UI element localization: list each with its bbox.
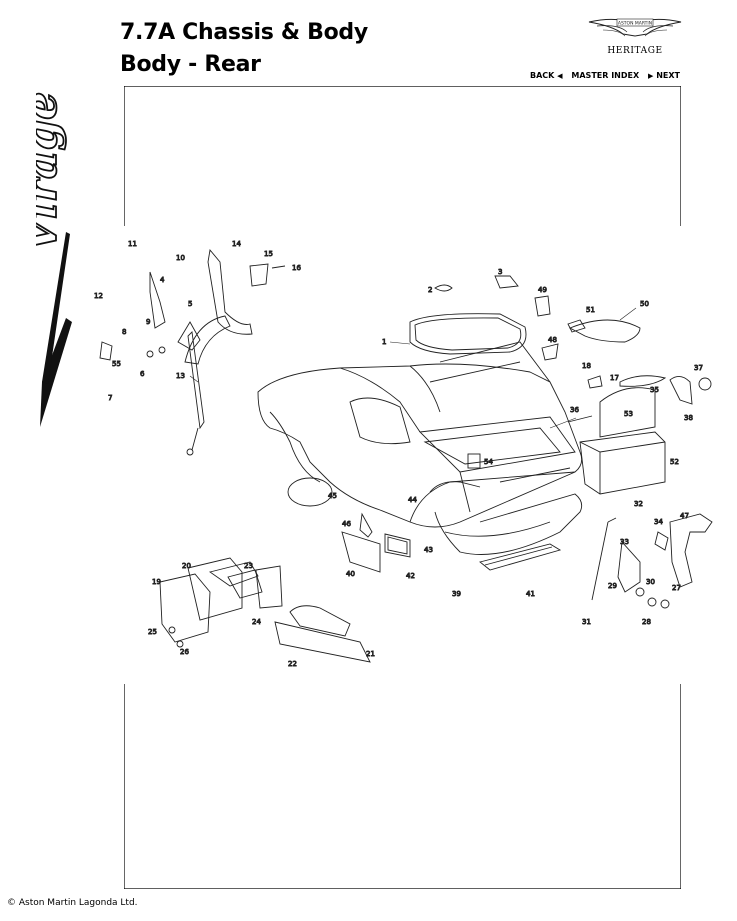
part-label: 35: [650, 386, 659, 394]
part-label: 13: [176, 372, 185, 380]
page-subtitle: Body - Rear: [120, 52, 261, 77]
part-label: 8: [122, 328, 126, 336]
next-link[interactable]: ▶ NEXT: [648, 71, 680, 80]
part-label: 20: [182, 562, 191, 570]
part-label: 45: [328, 492, 337, 500]
page-title: 7.7A Chassis & Body: [120, 20, 368, 45]
part-label: 31: [582, 618, 591, 626]
part-label: 4: [160, 276, 165, 284]
part-label: 18: [582, 362, 591, 370]
leader-lines: [189, 307, 637, 429]
part-label: 38: [684, 414, 693, 422]
part-label: 11: [128, 240, 137, 248]
part-label: 48: [548, 336, 557, 344]
part-label: 33: [620, 538, 629, 546]
back-link[interactable]: BACK ◀: [530, 71, 563, 80]
heritage-label: HERITAGE: [607, 46, 663, 56]
master-index-link[interactable]: MASTER INDEX: [571, 70, 640, 80]
part-label: 40: [346, 570, 355, 578]
part-label: 1: [382, 338, 386, 346]
copyright-footer: © Aston Martin Lagonda Ltd.: [7, 898, 138, 908]
part-label: 28: [642, 618, 651, 626]
part-label: 42: [406, 572, 415, 580]
part-label: 15: [264, 250, 273, 258]
part-label: 14: [232, 240, 241, 248]
part-label: 24: [252, 618, 261, 626]
virage-logo: Virage: [36, 91, 72, 427]
part-label: 37: [694, 364, 703, 372]
part-label: 27: [672, 584, 681, 592]
part-label: 46: [342, 520, 351, 528]
part-label: 25: [148, 628, 157, 636]
part-label: 50: [640, 300, 649, 308]
back-label: BACK: [530, 70, 555, 80]
part-label: 21: [366, 650, 375, 658]
part-label: 39: [452, 590, 461, 598]
part-label: 32: [634, 500, 643, 508]
part-label: 51: [586, 306, 595, 314]
part-label: 23: [244, 562, 253, 570]
svg-text:Virage: Virage: [36, 92, 67, 253]
part-label: 7: [108, 394, 112, 402]
part-label: 54: [484, 458, 493, 466]
part-label: 30: [646, 578, 655, 586]
part-label: 47: [680, 512, 689, 520]
part-label: 49: [538, 286, 547, 294]
triangle-left-icon: ◀: [557, 71, 563, 80]
triangle-right-icon: ▶: [648, 71, 654, 80]
part-label: 12: [94, 292, 103, 300]
part-label: 26: [180, 648, 189, 656]
page-navigation: BACK ◀ MASTER INDEX ▶ NEXT: [530, 69, 680, 81]
part-label: 55: [112, 360, 121, 368]
next-label: NEXT: [656, 70, 680, 80]
part-label: 29: [608, 582, 617, 590]
part-label: 17: [610, 374, 619, 382]
part-label: 43: [424, 546, 433, 554]
part-label: 9: [146, 318, 150, 326]
part-label: 6: [140, 370, 145, 378]
part-label: 19: [152, 578, 161, 586]
part-label: 10: [176, 254, 185, 262]
part-label: 3: [498, 268, 502, 276]
aston-martin-wings-logo: ASTON MARTIN: [588, 18, 682, 37]
part-label: 22: [288, 660, 297, 668]
part-label: 44: [408, 496, 417, 504]
part-label: 34: [654, 518, 663, 526]
part-label: 2: [428, 286, 432, 294]
svg-text:ASTON MARTIN: ASTON MARTIN: [618, 21, 652, 27]
part-label: 41: [526, 590, 535, 598]
exploded-parts-diagram: 1 2 3 4 5 6 7 8 9 10 11 12 13 14 15 16 1…: [94, 240, 713, 669]
part-label: 5: [188, 300, 192, 308]
car-body: [99, 248, 713, 663]
part-label: 36: [570, 406, 579, 414]
part-labels: 1 2 3 4 5 6 7 8 9 10 11 12 13 14 15 16 1…: [94, 240, 704, 669]
part-label: 16: [292, 264, 301, 272]
part-label: 52: [670, 458, 679, 466]
part-label: 53: [624, 410, 633, 418]
